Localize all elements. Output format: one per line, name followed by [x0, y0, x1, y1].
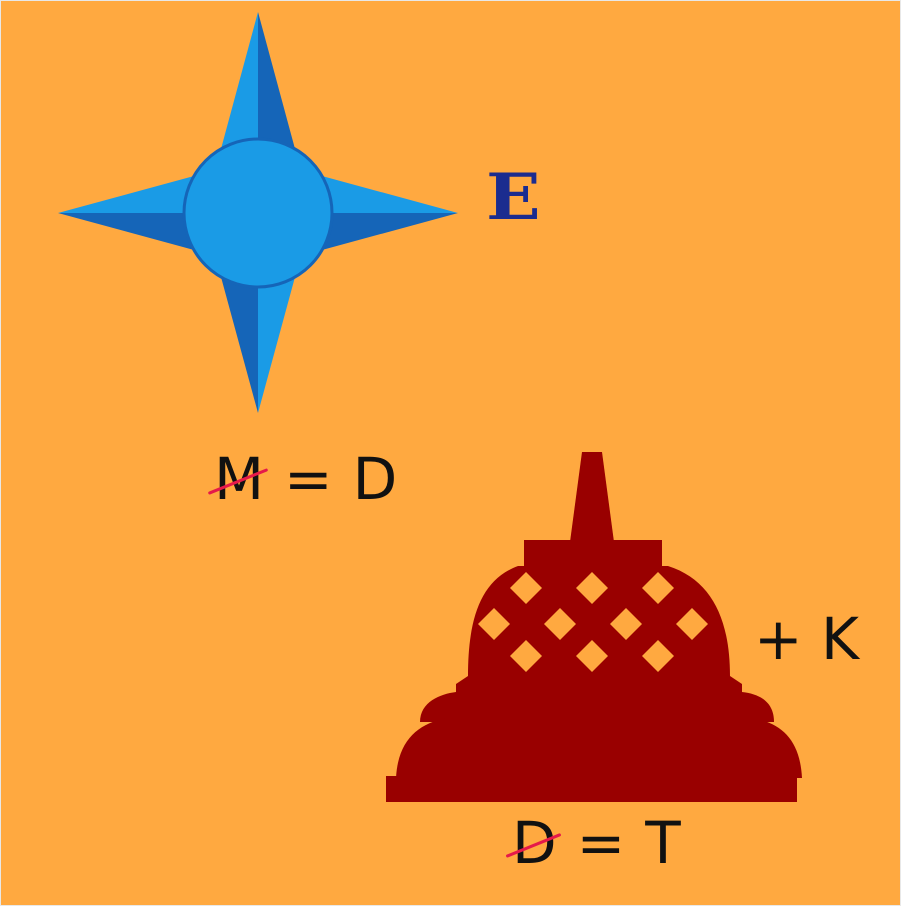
clue-crossed-d-equals-t: D=T [512, 814, 681, 872]
equals-sign: = [576, 809, 626, 877]
equals-sign: = [284, 445, 333, 513]
crossed-letter: D [512, 809, 557, 877]
clue-plus-k: + K [754, 605, 860, 673]
borobudur-stupa-icon [386, 452, 802, 802]
result-letter: D [352, 445, 398, 513]
clue-crossed-m-equals-d: M=D [214, 450, 397, 508]
result-letter: T [645, 809, 681, 877]
compass-rose-icon [58, 12, 458, 413]
letter-e: E [486, 160, 541, 235]
crossed-letter: M [214, 445, 265, 513]
